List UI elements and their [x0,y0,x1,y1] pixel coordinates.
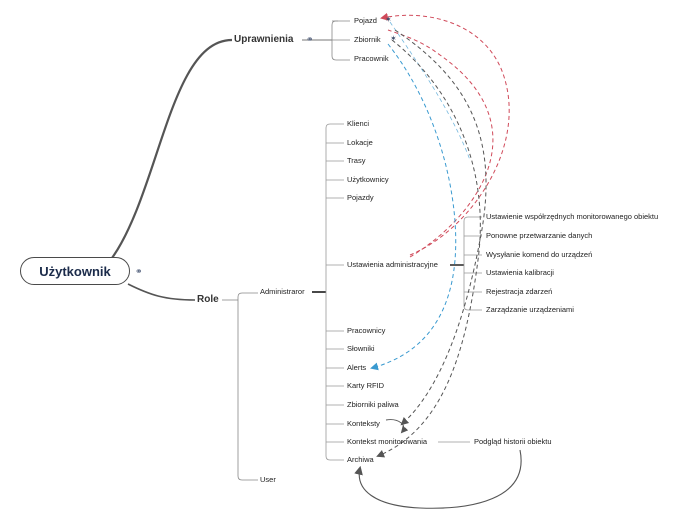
node-karty-rfid[interactable]: Karty RFID [347,381,385,390]
node-role[interactable]: Role [197,294,219,305]
node-kontekst-monitorowania[interactable]: Kontekst monitorowania [347,437,428,446]
relation-blue [370,43,457,371]
node-konteksty[interactable]: Konteksty [347,419,380,428]
node-pracownik[interactable]: Pracownik [354,54,389,63]
node-user[interactable]: User [260,475,276,484]
node-ustawienie-wspolrzednych[interactable]: Ustawienie współrzędnych monitorowanego … [486,212,659,221]
node-klienci[interactable]: Klienci [347,119,370,128]
link-icon: ✶ [390,34,397,43]
node-uzytkownicy[interactable]: Użytkownicy [347,175,389,184]
relation-red-1 [380,12,510,256]
node-alerts[interactable]: Alerts [347,363,367,372]
relation-gray-1 [394,29,487,426]
node-lokacje[interactable]: Lokacje [347,138,373,147]
root-node[interactable]: Użytkownik [20,257,130,285]
relation-gray-2 [376,39,481,458]
node-podglad-historii[interactable]: Podgląd historii obiektu [474,437,552,446]
branch-role [127,283,196,301]
node-pojazd[interactable]: Pojazd [354,16,377,25]
node-trasy[interactable]: Trasy [347,156,366,165]
node-pojazdy[interactable]: Pojazdy [347,193,374,202]
node-uprawnienia[interactable]: Uprawnienia [234,34,294,45]
branch-uprawnienia [111,38,233,259]
link-icon: ✶ [385,15,392,24]
node-slowniki[interactable]: Słowniki [347,344,375,353]
node-ustawienia-kalibracji[interactable]: Ustawienia kalibracji [486,268,554,277]
root-label: Użytkownik [39,263,111,279]
relation-red-2 [387,29,494,258]
globe-icon: ⚭ [306,34,314,44]
node-rejestracja-zdarzen[interactable]: Rejestracja zdarzeń [486,287,553,296]
node-wysylanie-komend[interactable]: Wysyłanie komend do urządzeń [486,250,593,259]
node-archiwa[interactable]: Archiwa [347,455,374,464]
relation-archiwa-loop [354,449,522,509]
node-ustawienia-administracyjne[interactable]: Ustawienia administracyjne [347,260,438,269]
node-administrator[interactable]: Administraror [260,287,305,296]
globe-icon: ⚭ [135,266,143,276]
node-zbiornik[interactable]: Zbiornik [354,35,381,44]
node-zbiorniki-paliwa[interactable]: Zbiorniki paliwa [347,400,399,409]
node-pracownicy[interactable]: Pracownicy [347,326,386,335]
node-ponowne-przetwarzanie[interactable]: Ponowne przetwarzanie danych [486,231,593,240]
node-zarzadzanie-urzadzeniami[interactable]: Zarządzanie urządzeniami [486,305,574,314]
relation-konteksty-loop [385,419,409,434]
